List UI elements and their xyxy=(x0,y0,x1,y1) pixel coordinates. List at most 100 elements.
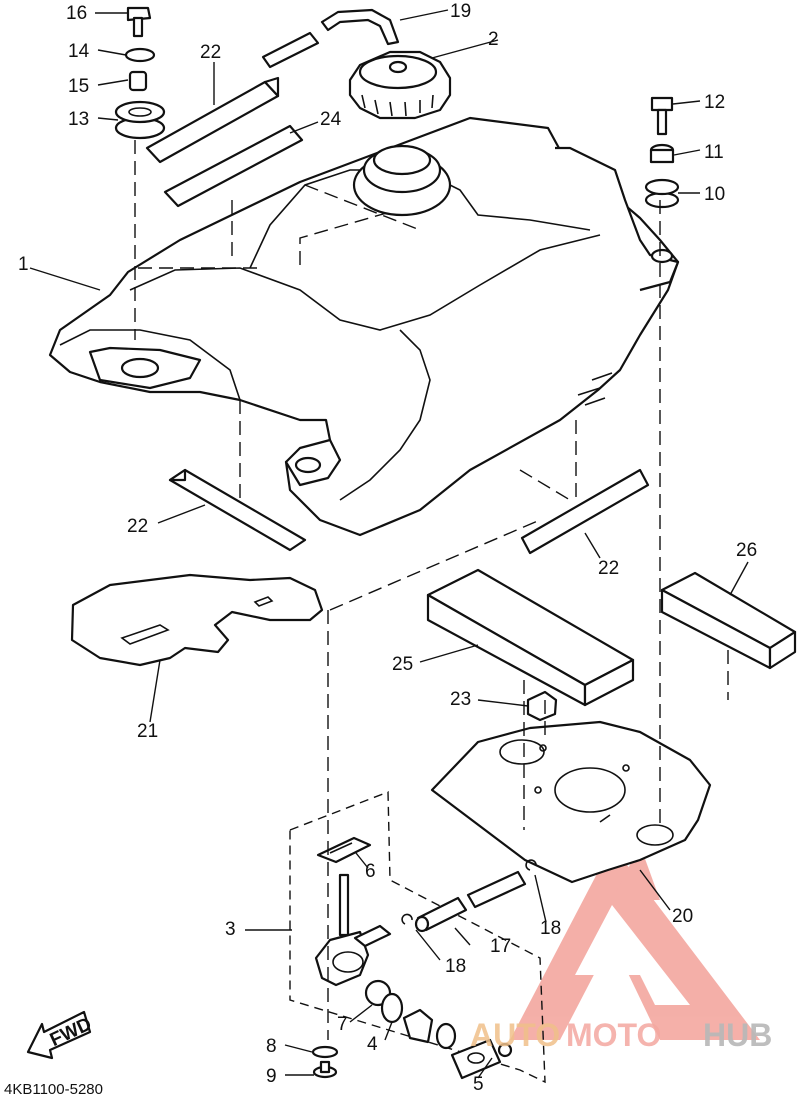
fuel-cock xyxy=(314,873,392,987)
watermark-text-hub: HUB xyxy=(703,1017,772,1053)
watermark-logo xyxy=(510,845,760,1040)
clamp-18-right xyxy=(525,859,537,871)
watermark-text-auto: AUTO xyxy=(470,1017,560,1053)
fuel-tank xyxy=(48,116,680,537)
fuel-tank-lower-curve xyxy=(59,329,241,401)
part-number-10: 10 xyxy=(704,184,725,205)
bracket-20-outline xyxy=(430,720,712,884)
breather-hose-tube xyxy=(320,8,400,46)
bracket-20-hole-left xyxy=(499,739,545,765)
fuel-cock-assembly-box xyxy=(289,790,546,1084)
part-number-8: 8 xyxy=(266,1036,277,1057)
fwd-arrow-shape xyxy=(26,1010,92,1060)
part-number-5: 5 xyxy=(473,1074,484,1095)
fuel-tank-right-hole xyxy=(650,248,674,264)
part-number-25: 25 xyxy=(392,654,413,675)
part-number-17: 17 xyxy=(490,936,511,957)
leader-lines xyxy=(29,9,749,1079)
clip-23 xyxy=(526,690,558,722)
pad-25-side xyxy=(583,658,635,707)
collar-15 xyxy=(128,70,148,92)
filler-neck-top xyxy=(372,144,432,176)
grommet-13 xyxy=(114,100,166,140)
part-number-12: 12 xyxy=(704,92,725,113)
fuel-cock-filter-tube xyxy=(338,873,350,937)
washer-14 xyxy=(124,47,156,63)
bracket-20-hole-large xyxy=(554,767,626,813)
part-number-18-right: 18 xyxy=(540,918,561,939)
damper-24 xyxy=(163,124,304,208)
screw-9 xyxy=(312,1060,338,1079)
bolt-16 xyxy=(126,6,152,38)
part-number-4: 4 xyxy=(367,1034,378,1055)
fuel-hose-17-end xyxy=(414,915,430,933)
plate-5 xyxy=(450,1038,502,1080)
diagram-code: 4KB1100-5280 xyxy=(4,1081,103,1098)
clip-23-body xyxy=(526,690,558,722)
plate-21-slot-1 xyxy=(120,624,170,645)
watermark-text: AUTO MOTO HUB xyxy=(470,1017,772,1053)
collar-11-body xyxy=(649,148,675,164)
bolt-12-shank xyxy=(656,108,668,136)
part-number-18-left: 18 xyxy=(445,956,466,977)
fuel-tank-vent xyxy=(577,372,613,406)
screw-9-shank xyxy=(319,1060,331,1074)
part-number-6: 6 xyxy=(365,861,376,882)
part-number-22-left: 22 xyxy=(127,516,148,537)
part-number-24: 24 xyxy=(320,109,342,130)
plate-21-slot-2 xyxy=(253,596,274,607)
damper-left-22-top xyxy=(168,468,187,482)
damper-left-22 xyxy=(168,468,307,552)
part-number-21: 21 xyxy=(137,721,158,742)
fuel-hose-17 xyxy=(414,870,527,933)
damper-right-22 xyxy=(520,468,650,555)
bolt-16-head xyxy=(126,6,152,22)
part-number-2: 2 xyxy=(488,29,499,50)
fuel-tank-left-hole xyxy=(120,357,160,379)
washer-8 xyxy=(311,1045,339,1059)
o-ring xyxy=(435,1022,457,1050)
clamp-18-left xyxy=(401,913,413,925)
watermark-notch xyxy=(612,845,660,900)
part-number-14: 14 xyxy=(68,41,90,62)
plate-5-hole xyxy=(467,1052,485,1064)
bracket-20-tick xyxy=(599,814,611,823)
filler-cap xyxy=(348,50,452,120)
bolt-12 xyxy=(650,96,674,136)
grommet-10 xyxy=(644,178,680,209)
fuel-tank-hidden-edge-2 xyxy=(299,211,391,265)
damper-right-22-face xyxy=(520,468,650,555)
fuel-tank-ridge xyxy=(129,234,601,331)
damper-top-22 xyxy=(145,76,280,164)
part-number-labels: 1 2 3 4 5 6 7 8 9 10 11 12 13 14 15 16 1… xyxy=(18,1,757,1095)
fuel-tank-foot-hole xyxy=(294,456,322,474)
bracket-20-pin-3 xyxy=(622,764,630,772)
gasket-6-body xyxy=(316,836,372,864)
watermark-triangle-inner xyxy=(575,905,690,1005)
gasket-6-hole xyxy=(329,842,353,854)
plate-21 xyxy=(70,573,324,667)
part-number-20: 20 xyxy=(672,906,693,927)
watermark-text-moto: MOTO xyxy=(566,1017,661,1053)
screw-5 xyxy=(497,1042,513,1058)
filler-cap-knob xyxy=(388,60,408,74)
lever-knob-body xyxy=(402,1008,434,1044)
bolt-12-head xyxy=(650,96,674,112)
part-number-22-right: 22 xyxy=(598,558,619,579)
lever-knob xyxy=(402,1008,434,1044)
bracket-20-pin-2 xyxy=(534,786,542,794)
gasket-4 xyxy=(380,992,404,1024)
fuel-tank-side-curve xyxy=(339,329,431,501)
pad-26-side xyxy=(768,630,797,670)
plate-5-body xyxy=(450,1038,502,1080)
fwd-arrow: FWD xyxy=(26,1010,95,1060)
pad-25 xyxy=(426,568,635,707)
bracket-20-hole-right xyxy=(636,824,674,846)
part-number-7: 7 xyxy=(337,1014,348,1035)
grommet-10-bottom xyxy=(644,191,680,209)
part-number-22-top: 22 xyxy=(200,42,221,63)
part-number-3: 3 xyxy=(225,919,236,940)
fuel-hose-17-long xyxy=(466,870,527,909)
collar-15-body xyxy=(128,70,148,92)
